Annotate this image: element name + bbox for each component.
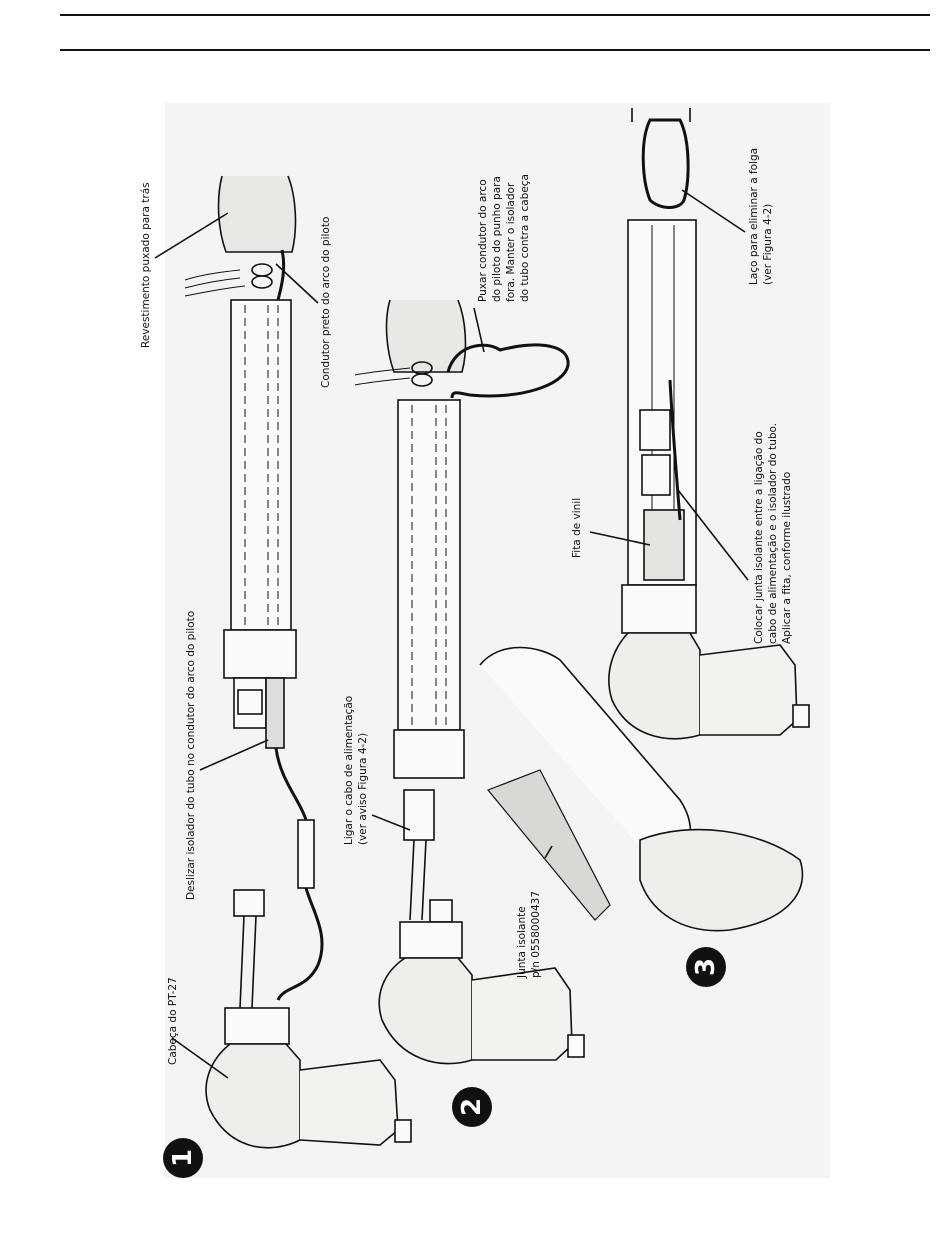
label-puxar-line-4: do tubo contra a cabeça	[519, 174, 531, 302]
step-badge-3-text: 3	[691, 958, 721, 976]
label-condutor-preto: Condutor preto do arco do piloto	[320, 217, 332, 388]
label-ligar-line-1: Ligar o cabo de alimentação	[343, 696, 355, 845]
header-rule-top	[60, 14, 930, 16]
step-badge-2: 2	[452, 1087, 492, 1127]
label-puxar-line-1: Puxar condutor do arco	[477, 179, 489, 302]
label-colocar-line-3: Aplicar a fita, conforme ilustrado	[781, 472, 793, 644]
label-deslizar: Deslizar isolador do tubo no condutor do…	[185, 611, 197, 900]
label-junta-line-2: p/n 0558000437	[530, 891, 542, 978]
step-badge-1: 1	[163, 1138, 203, 1178]
label-laco-line-1: Laço para eliminar a folga	[748, 148, 760, 285]
label-cabeca: Cabeça do PT-27	[167, 977, 179, 1065]
header-rule-bottom	[60, 49, 930, 51]
label-colocar-line-2: cabo de alimentação e o isolador do tubo…	[767, 423, 779, 644]
step-badge-2-text: 2	[457, 1098, 487, 1116]
label-junta-line-1: Junta isolante	[516, 906, 528, 979]
label-fita: Fita de vinil	[571, 498, 583, 558]
step-badge-3: 3	[686, 947, 726, 987]
leader-lines	[154, 189, 749, 1079]
label-puxar-line-3: fora. Manter o isolador	[505, 182, 517, 302]
label-revestimento: Revestimento puxado para trás	[140, 182, 152, 348]
label-ligar-line-2: (ver aviso Figura 4-2)	[357, 733, 369, 845]
label-colocar-line-1: Colocar junta isolante entre a ligação d…	[753, 431, 765, 644]
panel-1-drawing	[184, 175, 412, 1149]
label-laco-line-2: (ver Figura 4-2)	[762, 204, 774, 285]
panel-3-drawing	[608, 108, 810, 740]
step-badge-1-text: 1	[168, 1149, 198, 1167]
label-puxar-line-2: do piloto do punho para	[491, 176, 503, 302]
panel-2-drawing	[354, 299, 804, 1065]
